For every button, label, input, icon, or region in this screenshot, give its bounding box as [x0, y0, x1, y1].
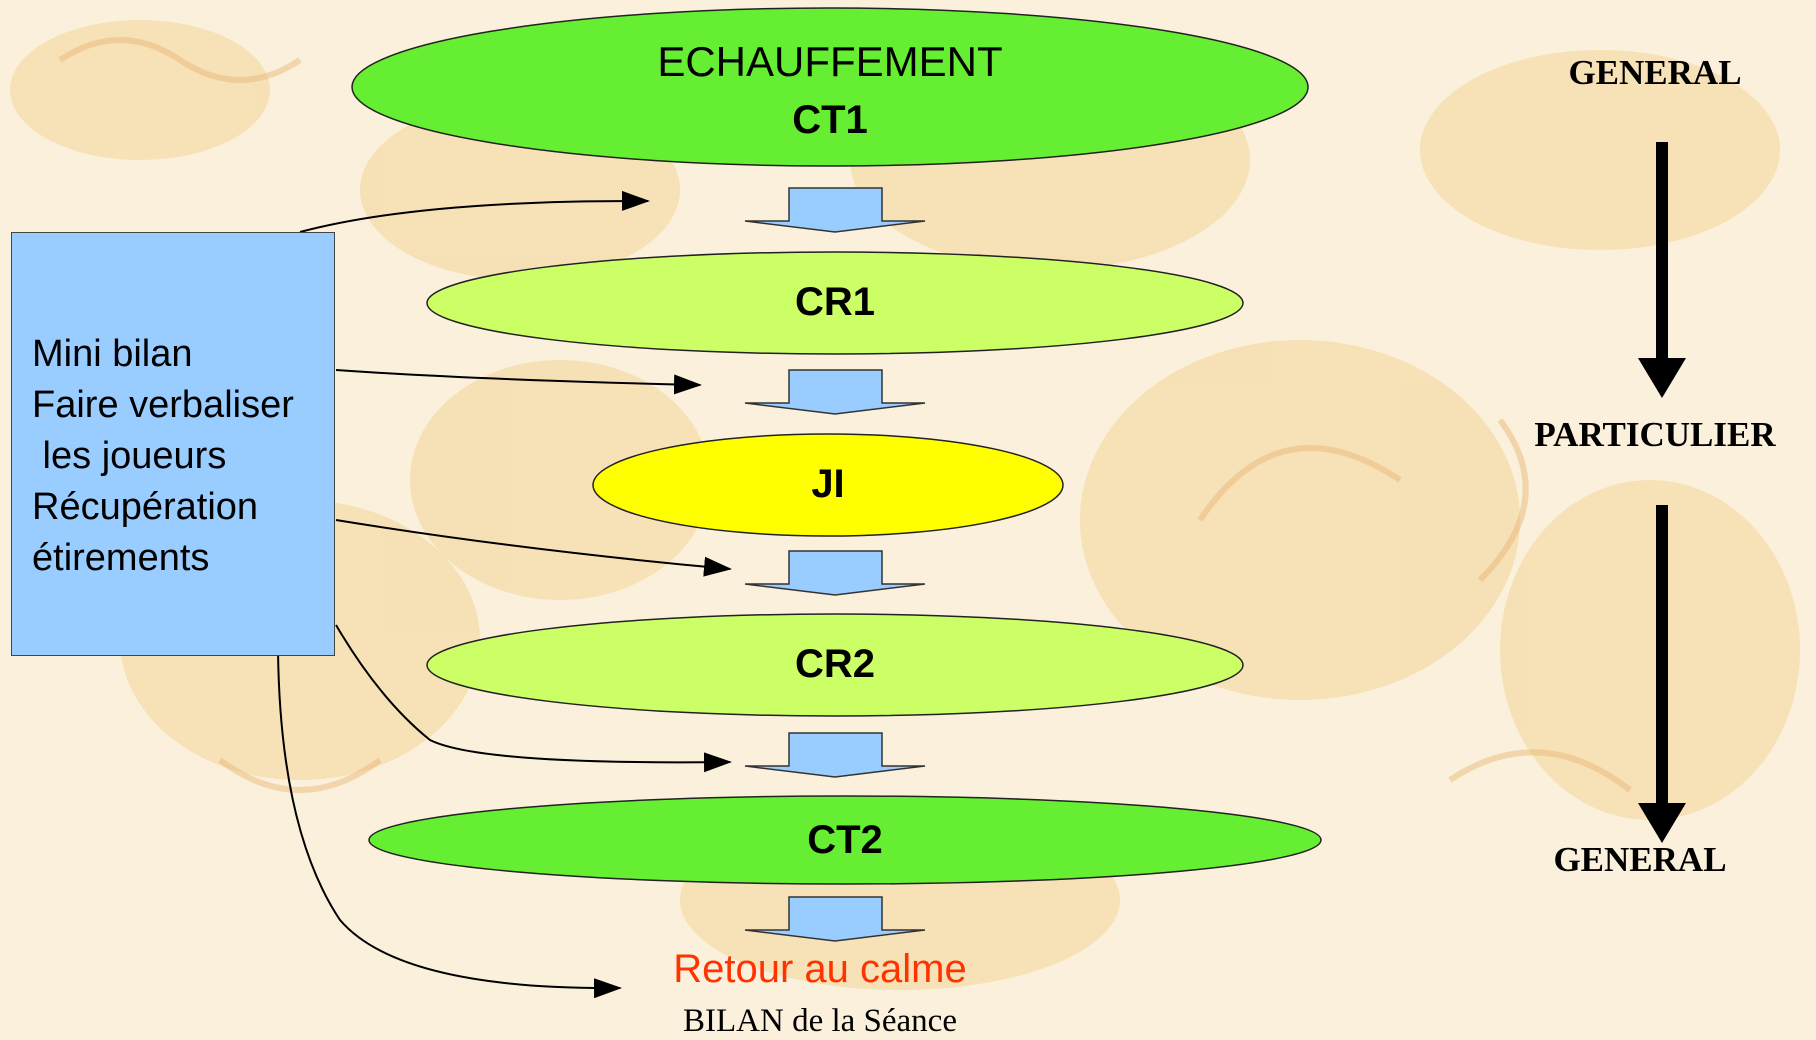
warmup-code: CT1 [792, 98, 868, 142]
ji-label: JI [811, 462, 845, 506]
ji-ellipse [592, 433, 1064, 537]
warmup-title: ECHAUFFEMENT [657, 38, 1003, 85]
cr2-label: CR2 [794, 642, 876, 686]
flow-arrow-4 [744, 732, 926, 778]
feedback-line: Mini bilan [32, 333, 193, 375]
warmup-ellipse [351, 7, 1309, 167]
cr2-ellipse [426, 613, 1244, 717]
ct2-label: CT2 [807, 818, 883, 862]
feedback-line: Faire verbaliser [32, 384, 294, 426]
feedback-line: Récupération [32, 486, 259, 528]
session-review-label: BILAN de la Séance [683, 1003, 957, 1039]
ct2-ellipse [368, 795, 1322, 885]
flow-arrow-2 [744, 369, 926, 415]
flow-arrow-5 [744, 896, 926, 942]
progression-arrow-1 [1638, 142, 1686, 398]
connector-to-cooldown [277, 649, 622, 999]
cr1-ellipse [426, 251, 1244, 355]
connector-to-cr2 [335, 519, 732, 577]
feedback-line: étirements [32, 537, 210, 579]
feedback-box: Mini bilan Faire verbaliser les joueurs … [11, 232, 335, 656]
connector-to-ji [335, 369, 702, 395]
connector-to-cr1 [299, 190, 650, 233]
progression-top-label: GENERAL [1568, 53, 1742, 92]
cooldown-label: Retour au calme [673, 947, 967, 991]
flow-arrow-3 [744, 550, 926, 596]
progression-middle-label: PARTICULIER [1534, 415, 1776, 454]
connector-to-ct2 [335, 624, 732, 773]
progression-arrow-2 [1638, 505, 1686, 843]
progression-bottom-label: GENERAL [1553, 840, 1727, 879]
flow-arrow-1 [744, 187, 926, 233]
cr1-label: CR1 [794, 280, 876, 324]
feedback-line: les joueurs [32, 435, 227, 477]
